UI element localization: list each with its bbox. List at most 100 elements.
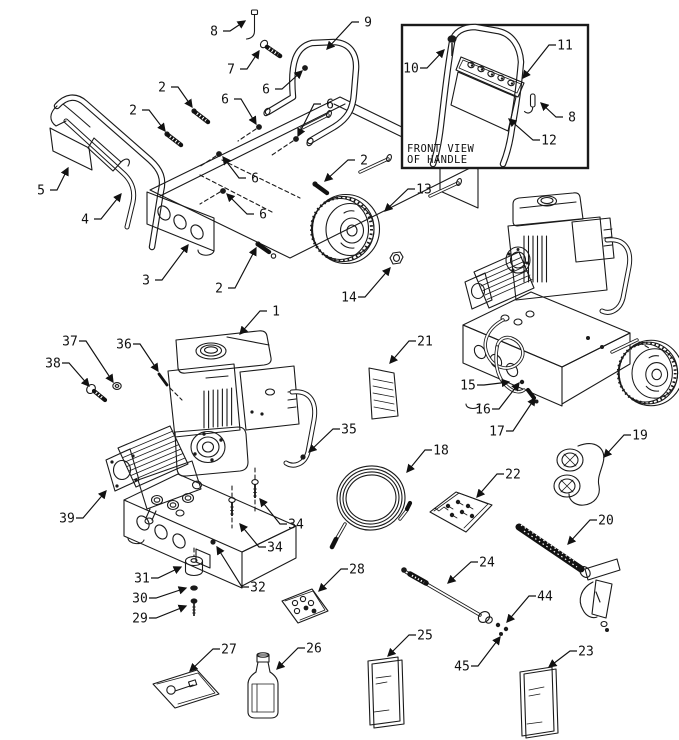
wheel — [310, 193, 381, 265]
part-number-26: 26 — [306, 642, 322, 657]
unit-frame — [123, 473, 297, 589]
callout-27: 27 — [189, 643, 237, 672]
callout-36: 36 — [116, 338, 159, 373]
callout-6: 6 — [262, 70, 303, 98]
callout-2: 2 — [324, 154, 368, 182]
part-number-23: 23 — [578, 645, 594, 660]
artwork-layer: FRONT VIEW OF HANDLE — [49, 9, 679, 739]
engine-vents — [203, 387, 233, 429]
part-number-44: 44 — [537, 590, 553, 605]
callout-29: 29 — [132, 604, 188, 627]
callout-6: 6 — [226, 193, 267, 223]
callout-6: 6 — [221, 93, 257, 126]
callout-13: 13 — [384, 183, 432, 212]
part-number-28: 28 — [349, 563, 365, 578]
panel-holes — [467, 61, 515, 87]
tool-bag — [152, 669, 220, 709]
part-number-2: 2 — [129, 104, 137, 119]
inset-caption-line2: OF HANDLE — [407, 154, 468, 166]
callout-38: 38 — [45, 357, 90, 387]
callout-14: 14 — [341, 267, 391, 306]
part-number-29: 29 — [132, 612, 148, 627]
spray-wand — [401, 567, 493, 624]
handle-assembly — [49, 94, 166, 251]
callout-34: 34 — [259, 497, 304, 533]
callout-24: 24 — [447, 556, 495, 584]
part-number-11: 11 — [557, 39, 573, 54]
part-number-36: 36 — [116, 338, 132, 353]
part-number-24: 24 — [479, 556, 495, 571]
callout-25: 25 — [387, 629, 433, 657]
part-number-10: 10 — [403, 62, 419, 77]
part-number-34: 34 — [267, 541, 283, 556]
callout-5: 5 — [37, 166, 69, 199]
callout-26: 26 — [276, 642, 322, 670]
callout-4: 4 — [81, 192, 122, 228]
part-number-34: 34 — [288, 518, 304, 533]
part-number-39: 39 — [59, 512, 75, 527]
part-number-15: 15 — [460, 379, 476, 394]
callout-34: 34 — [239, 523, 283, 556]
part-number-5: 5 — [37, 184, 45, 199]
engine-pump-assembly — [86, 330, 318, 616]
part-number-17: 17 — [489, 425, 505, 440]
engine-bolts — [86, 372, 306, 460]
callout-2: 2 — [129, 104, 166, 133]
pump-fins — [476, 256, 533, 300]
axle-nut — [389, 251, 404, 265]
front-view-handle — [429, 23, 536, 168]
chassis-frame — [146, 96, 479, 259]
part-number-8: 8 — [210, 25, 218, 40]
engine-vents — [523, 235, 548, 283]
air-cleaner — [239, 365, 300, 431]
callout-45: 45 — [454, 635, 501, 675]
callout-23: 23 — [547, 645, 594, 668]
oring-kit — [281, 588, 329, 624]
pump — [105, 425, 203, 525]
part-number-38: 38 — [45, 357, 61, 372]
part-number-14: 14 — [341, 291, 357, 306]
callout-32: 32 — [216, 545, 266, 596]
callout-1: 1 — [239, 305, 280, 335]
frame-decal — [49, 127, 93, 171]
pressure-hose — [329, 465, 413, 550]
part-number-16: 16 — [475, 403, 491, 418]
part-number-32: 32 — [250, 581, 266, 596]
part-number-8: 8 — [568, 111, 576, 126]
part-number-31: 31 — [134, 572, 150, 587]
hitch-pin — [523, 93, 536, 114]
fuel-cap — [195, 342, 227, 360]
part-number-6: 6 — [221, 93, 229, 108]
part-number-37: 37 — [62, 335, 78, 350]
callout-37: 37 — [62, 335, 114, 384]
callout-3: 3 — [142, 243, 189, 289]
part-number-30: 30 — [132, 592, 148, 607]
mounting-screws — [228, 467, 259, 529]
inset-caption-line1: FRONT VIEW — [407, 143, 474, 155]
callout-2: 2 — [215, 246, 257, 297]
part-number-20: 20 — [598, 514, 614, 529]
callout-22: 22 — [476, 468, 521, 498]
decal — [368, 367, 399, 420]
part-number-6: 6 — [251, 172, 259, 187]
part-number-45: 45 — [454, 660, 470, 675]
part-number-13: 13 — [416, 183, 432, 198]
callout-10: 10 — [403, 49, 445, 77]
callout-16: 16 — [475, 381, 520, 418]
inset-box: FRONT VIEW OF HANDLE — [400, 23, 590, 170]
callout-2: 2 — [158, 81, 193, 109]
part-number-6: 6 — [259, 208, 267, 223]
callout-39: 39 — [59, 490, 107, 527]
spray-gun — [515, 523, 621, 632]
assembled-unit — [462, 192, 679, 410]
callout-19: 19 — [603, 429, 648, 458]
isolator-stack — [184, 547, 204, 616]
callout-9: 9 — [326, 16, 372, 50]
callout-30: 30 — [132, 586, 188, 607]
part-number-1: 1 — [272, 305, 280, 320]
part-number-21: 21 — [417, 335, 433, 350]
oil-bottle — [247, 652, 279, 719]
